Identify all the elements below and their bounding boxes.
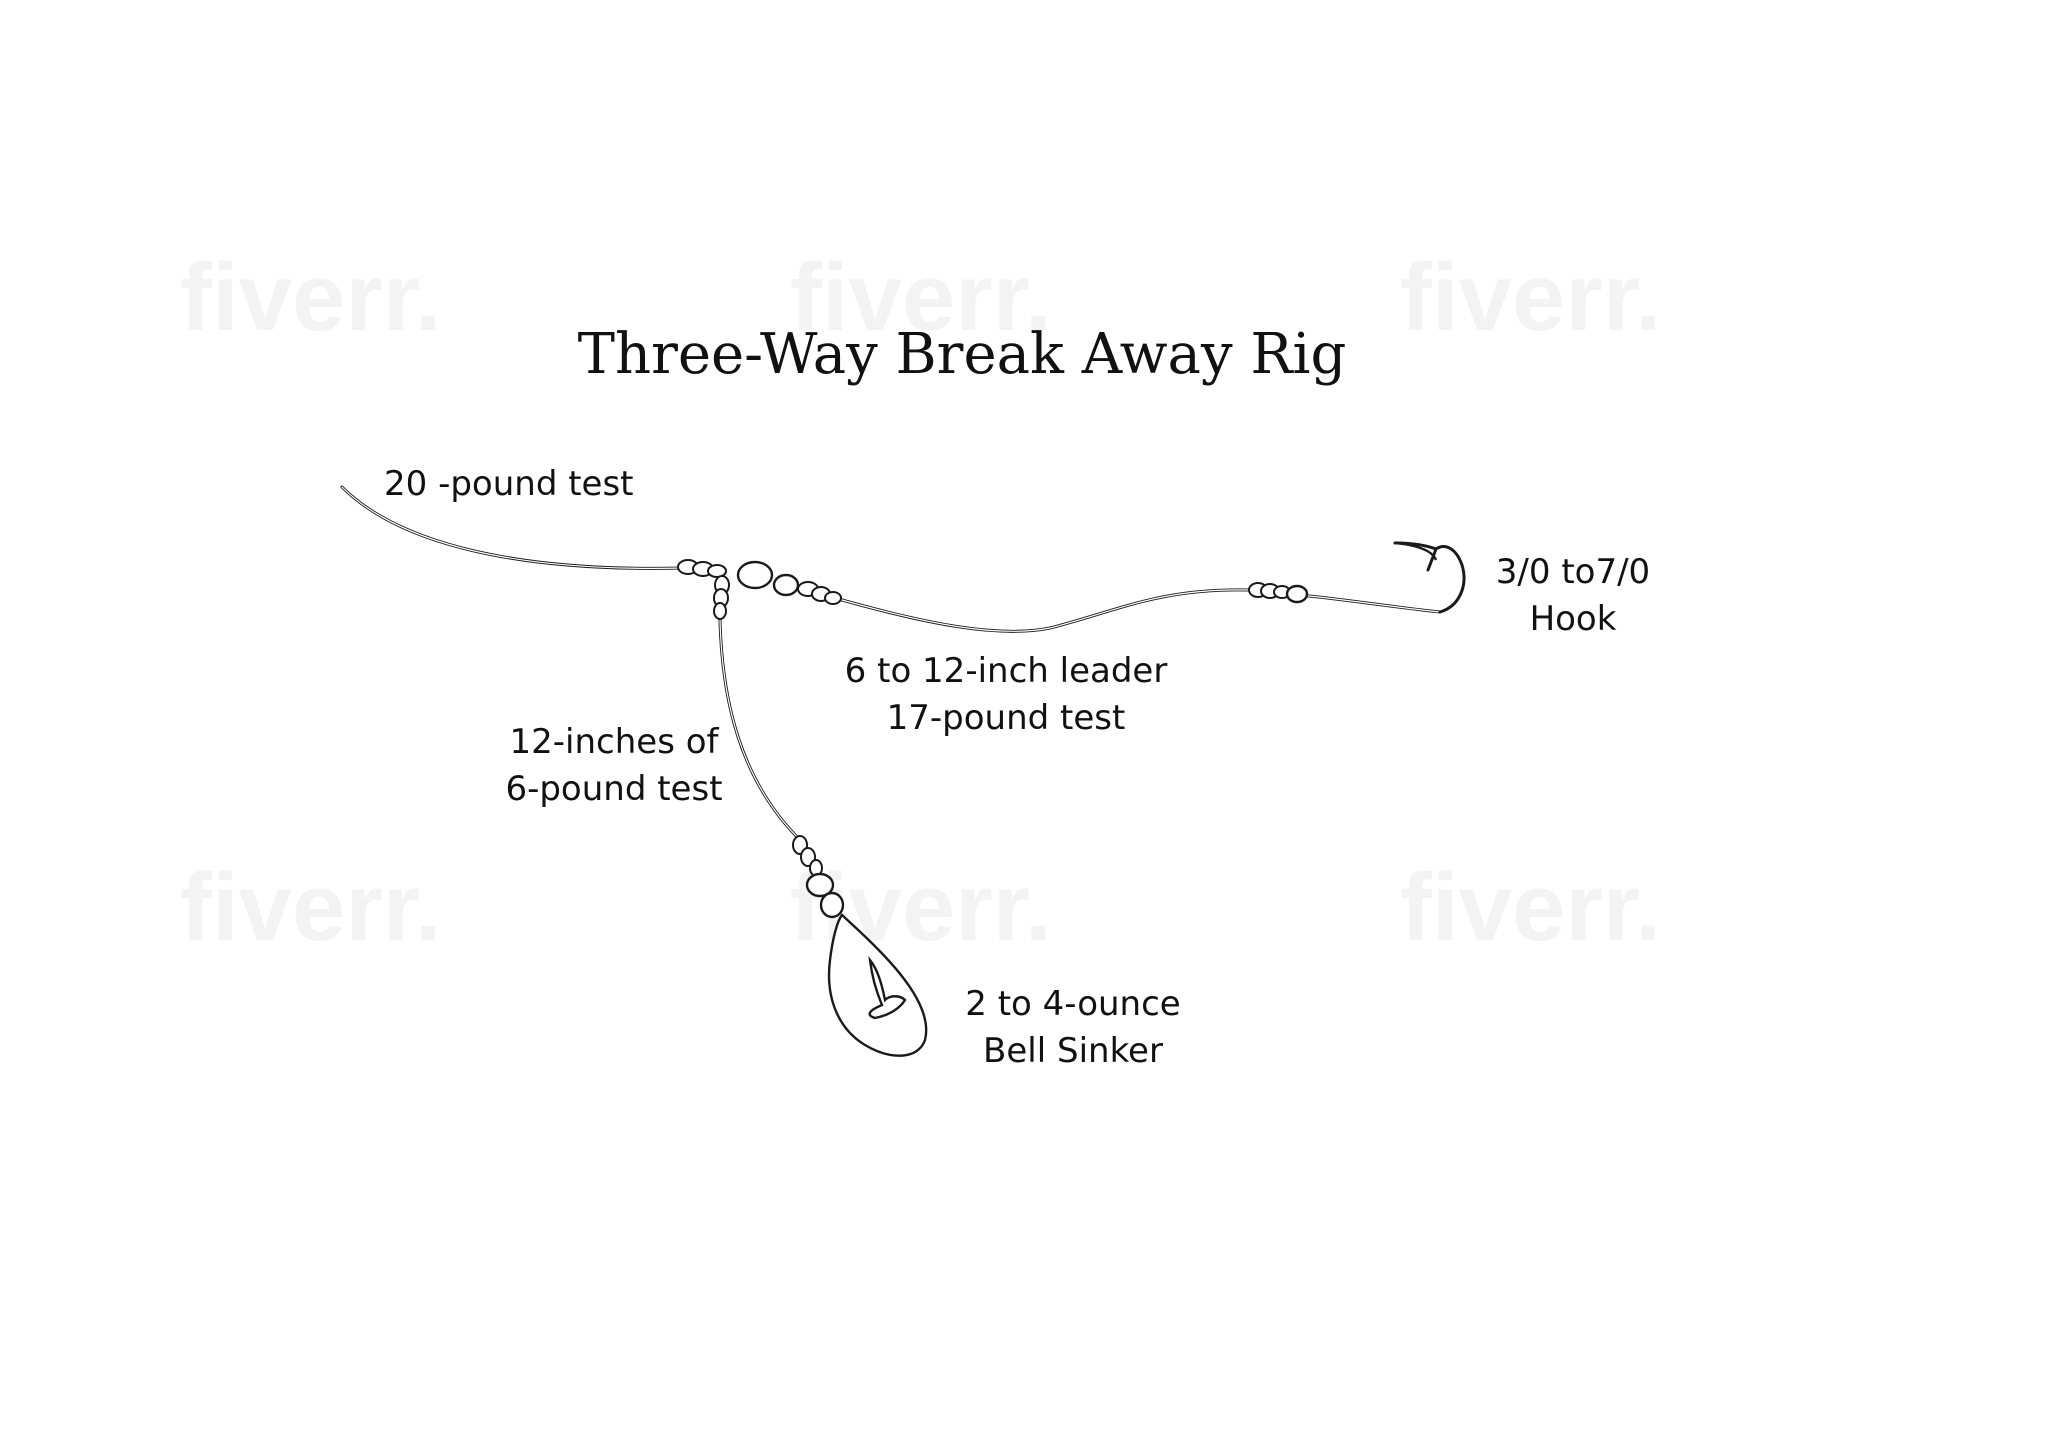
dropper-length-label: 12-inches of	[510, 722, 720, 762]
knot	[797, 581, 842, 605]
sinker-knot	[792, 835, 845, 919]
diagram-title: Three-Way Break Away Rig	[578, 322, 1347, 387]
leader-length-label: 6 to 12-inch leader	[845, 651, 1168, 691]
three-way-swivel	[677, 559, 842, 620]
main-line-label: 20 -pound test	[384, 464, 634, 504]
hook-size-label: 3/0 to7/0	[1496, 552, 1650, 592]
watermark: fiverr.	[790, 244, 1052, 351]
dropper-test-label: 6-pound test	[505, 769, 722, 809]
dropper-line	[718, 618, 802, 842]
hook-icon	[1393, 541, 1466, 614]
watermark: fiverr.	[180, 854, 442, 961]
hook-knot	[1248, 582, 1309, 604]
watermark: fiverr.	[1400, 854, 1662, 961]
bell-sinker-icon	[827, 913, 928, 1057]
watermark: fiverr.	[180, 244, 442, 351]
leader-test-label: 17-pound test	[887, 698, 1126, 738]
hook-label: Hook	[1530, 599, 1617, 639]
main-line	[340, 485, 686, 570]
sinker-weight-label: 2 to 4-ounce	[965, 984, 1180, 1024]
sinker-type-label: Bell Sinker	[983, 1031, 1163, 1071]
watermark: fiverr.	[1400, 244, 1662, 351]
knot	[713, 575, 730, 620]
leader-line	[833, 588, 1442, 633]
knot	[677, 559, 727, 578]
